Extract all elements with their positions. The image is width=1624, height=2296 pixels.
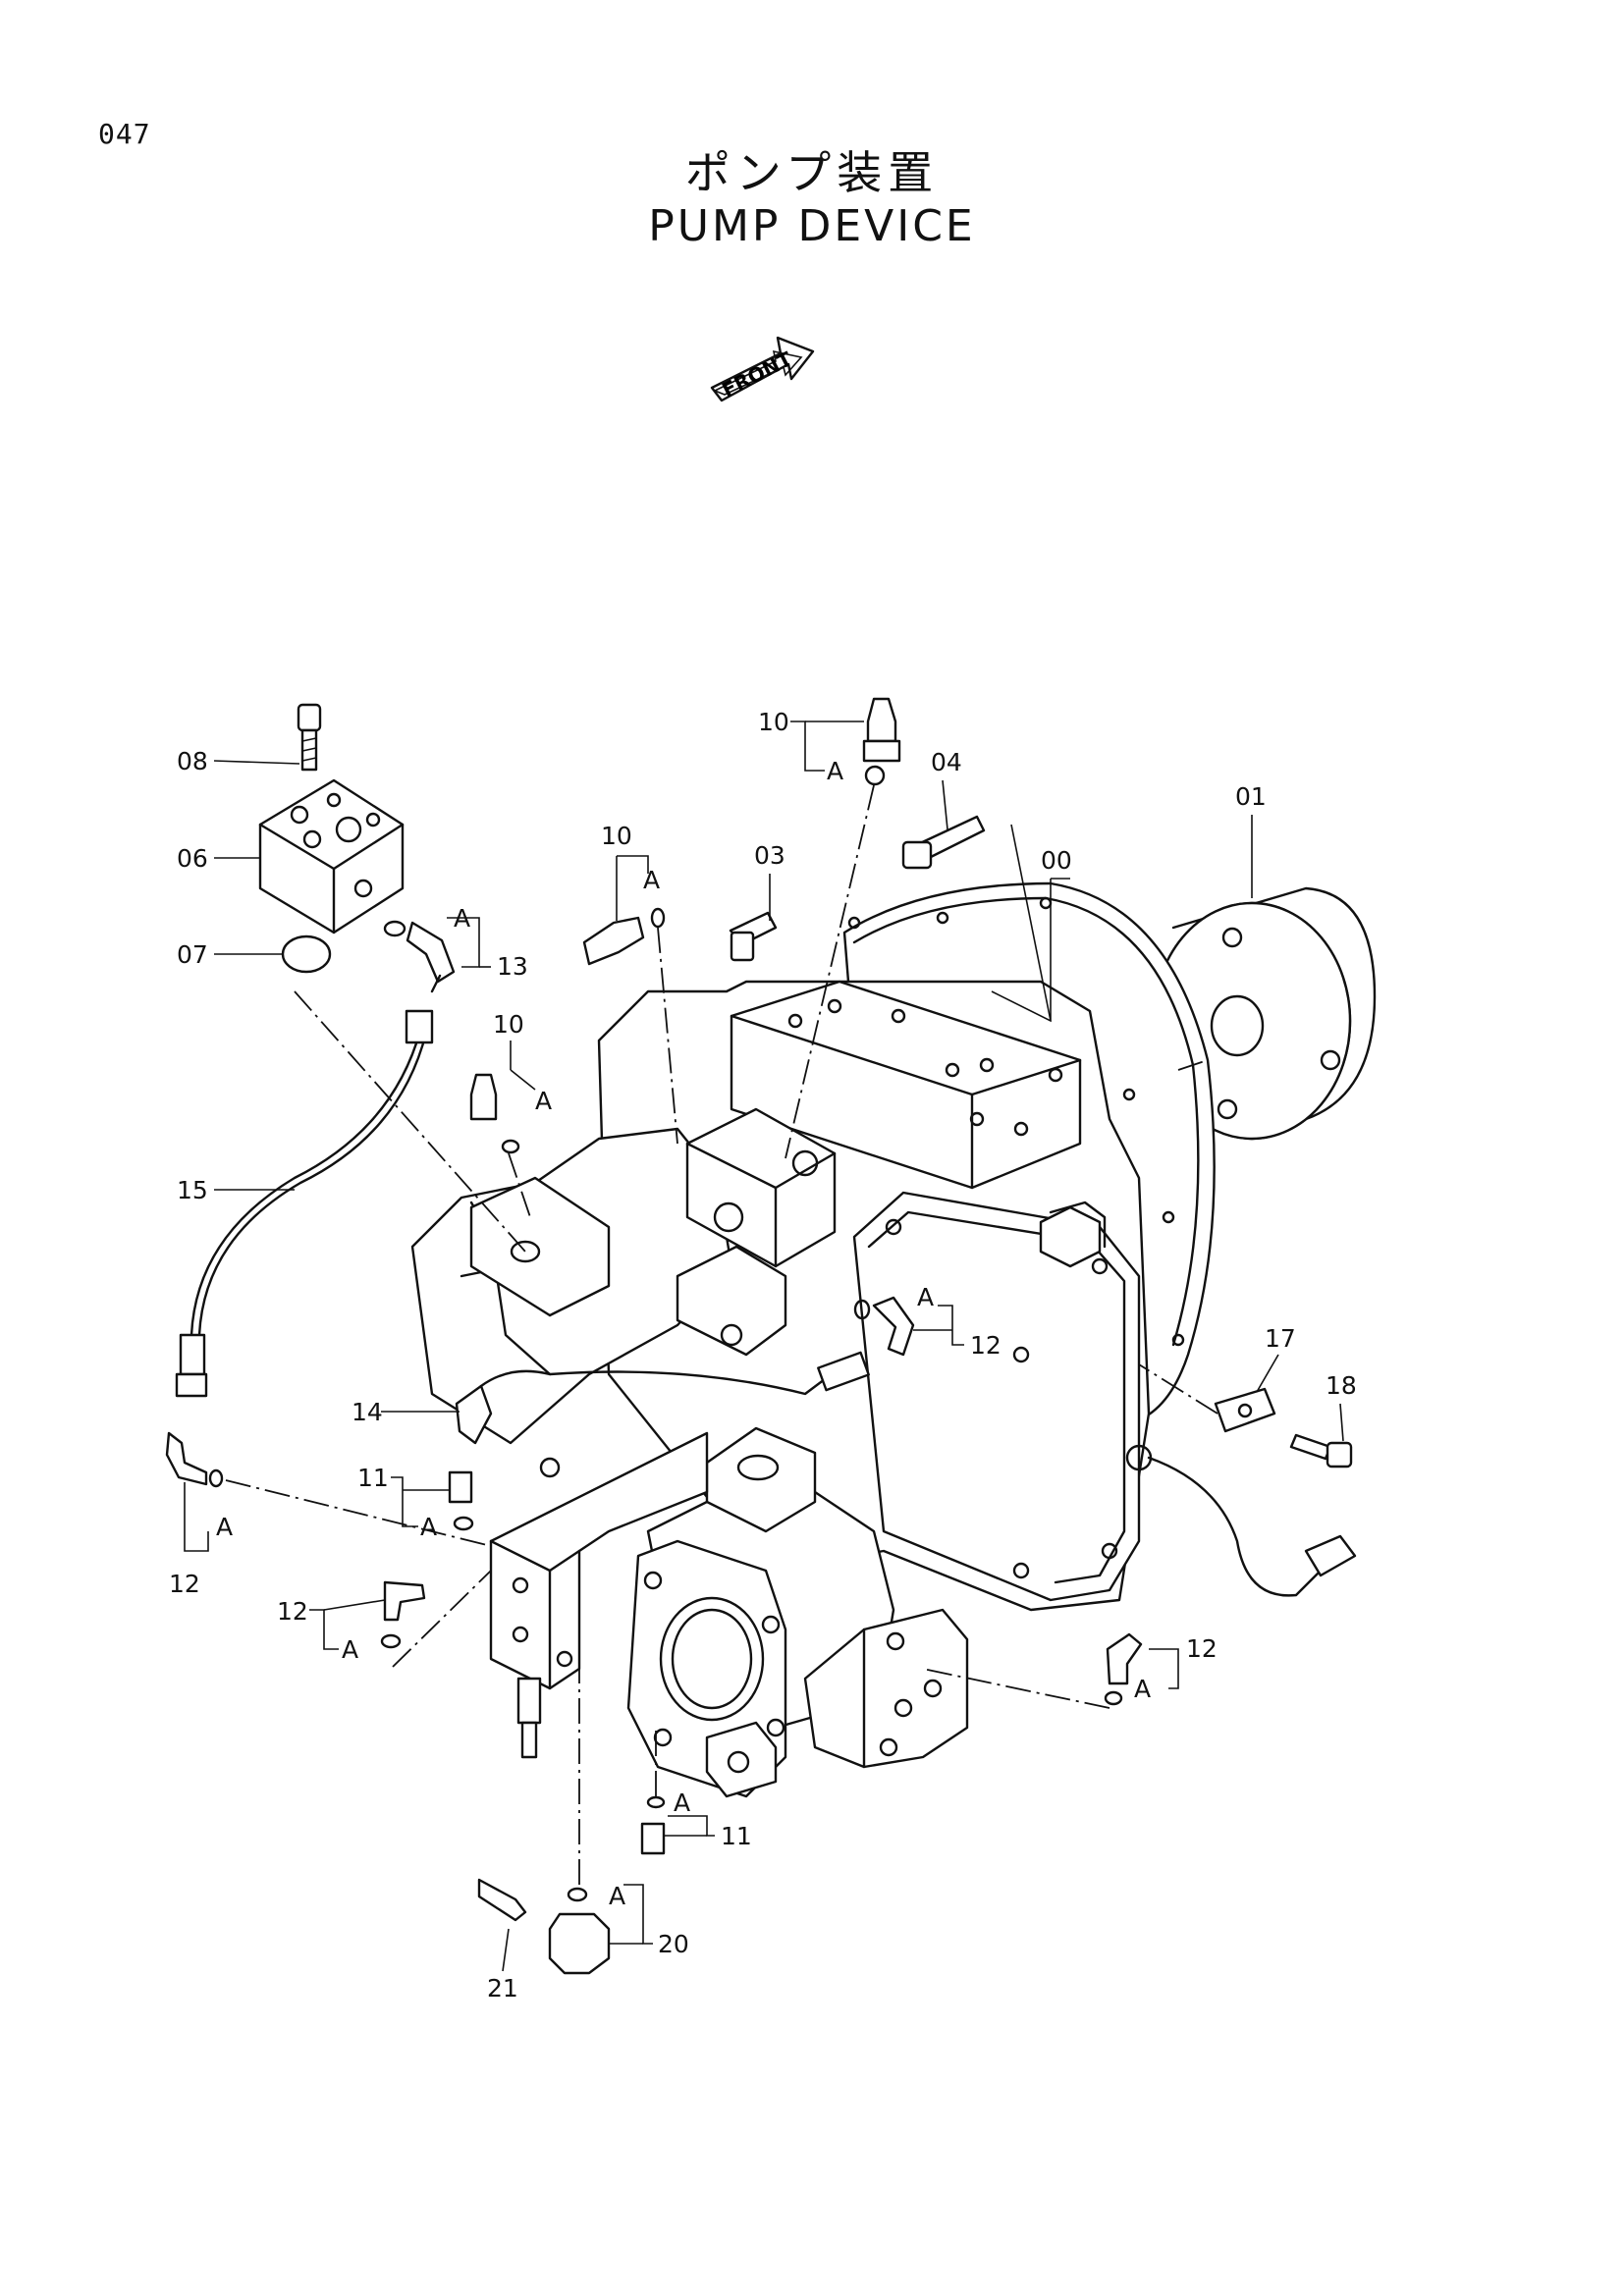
part-12-elbow-left — [165, 1431, 224, 1488]
callout-12-lower-right: 12 — [1186, 1634, 1218, 1663]
callout-13: 13 — [497, 952, 528, 981]
part-10-fitting-left — [469, 1073, 520, 1154]
callout-17: 17 — [1265, 1324, 1296, 1353]
part-06-regulator-block — [258, 778, 405, 934]
a-mark-7: A — [216, 1513, 233, 1541]
part-15-hose — [175, 1009, 434, 1398]
part-21-connector — [477, 1878, 527, 1922]
callout-12-center-right: 12 — [970, 1331, 1001, 1360]
callout-20: 20 — [658, 1930, 689, 1958]
leader-lines — [184, 721, 1344, 1972]
a-mark-11: A — [609, 1882, 625, 1910]
callout-07: 07 — [177, 940, 208, 969]
center-lines — [225, 784, 1218, 1885]
part-12-elbow-lower-left — [380, 1580, 426, 1649]
part-18-bolt — [1289, 1433, 1353, 1468]
part-20-pressure-sensor — [548, 1887, 611, 1975]
part-13-elbow-fitting — [383, 920, 456, 993]
part-03-bolt — [729, 911, 778, 962]
part-07-o-ring — [281, 934, 332, 974]
part-12-elbow-center-right — [853, 1296, 915, 1357]
callout-08: 08 — [177, 747, 208, 775]
callout-00: 00 — [1041, 846, 1072, 875]
callout-10-top: 10 — [758, 708, 789, 736]
part-11-fitting-bottom — [640, 1795, 666, 1855]
callout-12-left: 12 — [169, 1570, 200, 1598]
part-12-elbow-lower-right — [1104, 1632, 1143, 1706]
a-mark-9: A — [1134, 1675, 1151, 1703]
page-title-english: PUMP DEVICE — [648, 201, 976, 251]
page-title-japanese: ポンプ装置 — [684, 146, 940, 199]
a-markers: A A A A A A A A A A A — [216, 757, 1151, 1910]
part-10-fitting-upper-left — [582, 907, 666, 966]
a-mark-2: A — [643, 866, 660, 894]
part-04-bolt — [901, 815, 986, 870]
part-17-clip — [1214, 1387, 1276, 1433]
page-number: 047 — [98, 118, 151, 150]
callout-01: 01 — [1235, 782, 1267, 811]
part-00-pump-housing — [410, 881, 1216, 1798]
callout-04: 04 — [931, 748, 962, 776]
callout-labels: 08 06 07 15 14 11 12 12 13 10 10 10 03 0… — [169, 708, 1357, 2002]
a-mark-3: A — [454, 904, 470, 933]
callout-21: 21 — [487, 1974, 518, 2002]
part-10-fitting-top — [862, 697, 901, 786]
a-mark-10: A — [674, 1789, 690, 1817]
a-mark-1: A — [827, 757, 843, 785]
callout-15: 15 — [177, 1176, 208, 1204]
callout-18: 18 — [1326, 1371, 1357, 1400]
callout-11-bottom: 11 — [721, 1822, 752, 1850]
part-08-bolt — [297, 703, 322, 772]
a-mark-6: A — [420, 1513, 437, 1541]
callout-03: 03 — [754, 841, 785, 870]
front-direction-badge: FRONT — [710, 336, 815, 401]
a-mark-8: A — [342, 1635, 358, 1664]
part-14-elbow-fitting — [455, 1351, 870, 1445]
callout-10-left: 10 — [493, 1010, 524, 1039]
callout-12-lower-left: 12 — [277, 1597, 308, 1626]
callout-14: 14 — [352, 1398, 383, 1426]
callout-10-upper-left: 10 — [601, 822, 632, 850]
a-mark-5: A — [917, 1283, 934, 1311]
sensor-harness — [1147, 1456, 1357, 1597]
front-label: FRONT — [718, 347, 795, 401]
callout-11-left: 11 — [357, 1464, 389, 1492]
a-mark-4: A — [535, 1087, 552, 1115]
part-11-fitting-left — [448, 1470, 474, 1531]
callout-06: 06 — [177, 844, 208, 873]
